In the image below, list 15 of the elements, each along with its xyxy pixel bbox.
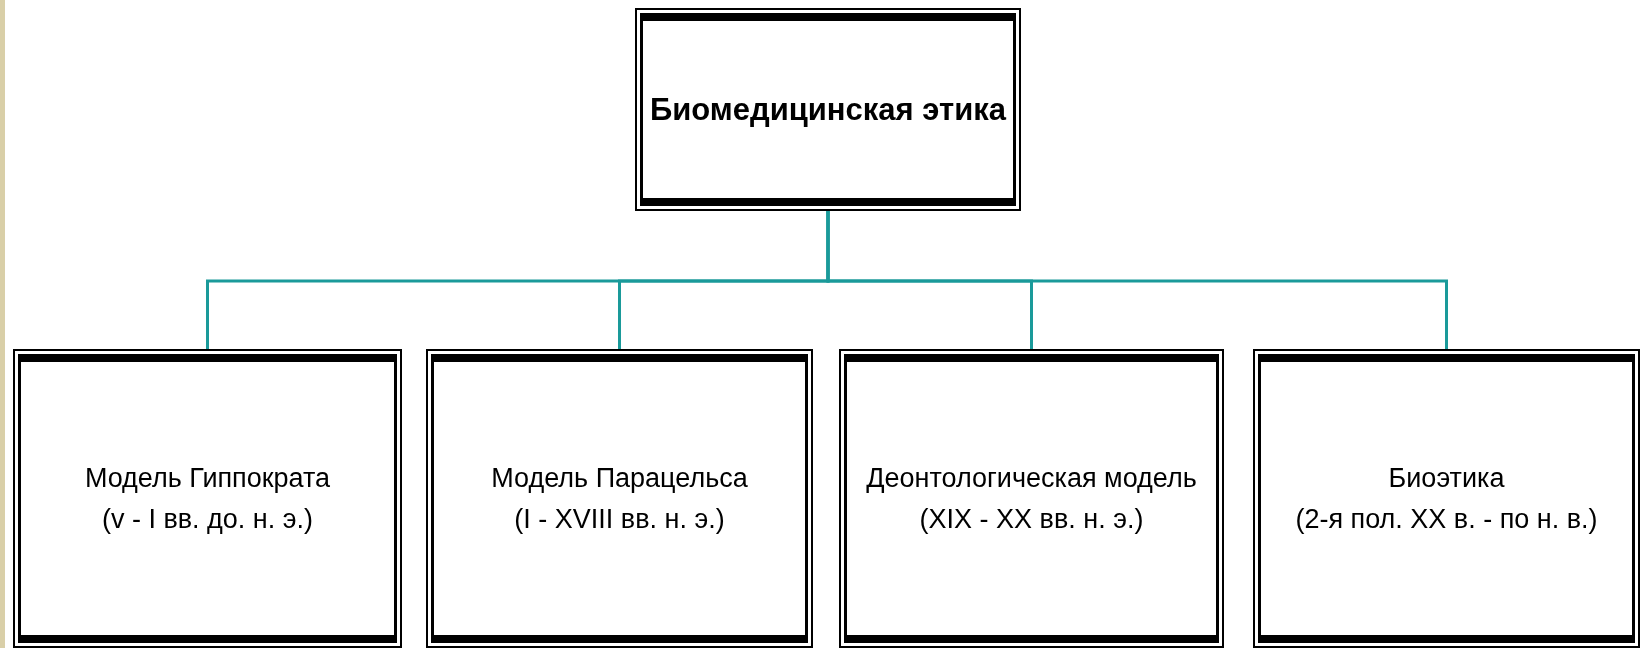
period-label: (2-я пол. XX в. - по н. в.) bbox=[1295, 502, 1598, 536]
box-title: Модель Парацельса bbox=[491, 462, 748, 495]
model-box bbox=[1253, 349, 1640, 648]
model-box bbox=[426, 349, 813, 648]
connector-line bbox=[826, 211, 1448, 349]
period-label: (v - I вв. до. н. э.) bbox=[101, 502, 314, 536]
box-title: Биоэтика bbox=[1388, 462, 1505, 495]
title-box bbox=[635, 8, 1021, 211]
box-title: Биомедицинская этика bbox=[650, 91, 1006, 128]
period-label: (I - XVIII вв. н. э.) bbox=[514, 502, 725, 536]
model-box bbox=[839, 349, 1224, 648]
model-box bbox=[13, 349, 402, 648]
box-title: Модель Гиппократа bbox=[84, 462, 331, 495]
box-title: Деонтологическая модель bbox=[866, 462, 1197, 495]
period-label: (XIX - XX вв. н. э.) bbox=[919, 502, 1144, 536]
